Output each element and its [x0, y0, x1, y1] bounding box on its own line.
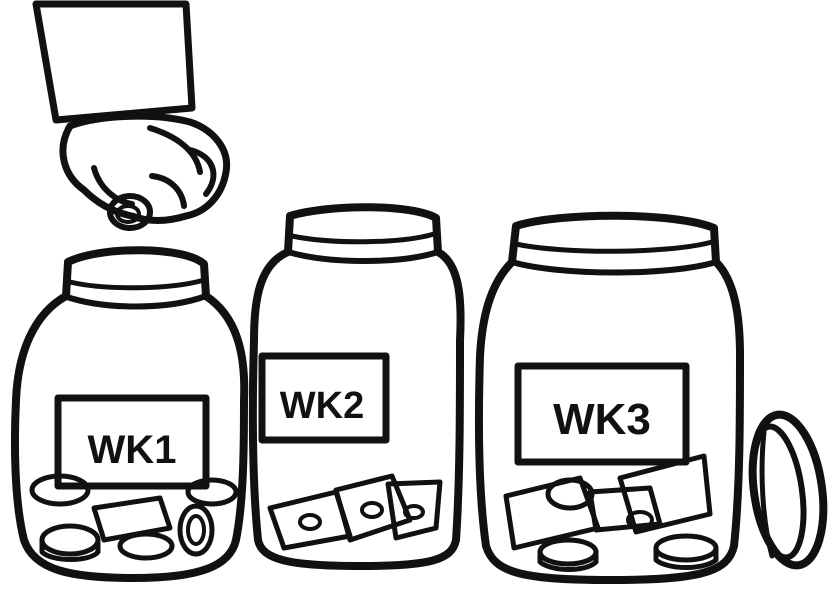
jar-body	[474, 211, 744, 584]
coin-icon	[545, 477, 595, 511]
coin-icon	[39, 523, 101, 557]
coin-icon	[653, 533, 719, 563]
banknote-icon	[617, 453, 713, 535]
banknote-icon	[91, 495, 173, 543]
label-tag	[514, 362, 690, 466]
label-tag	[54, 394, 210, 490]
sleeve	[32, 0, 196, 124]
jar-wk3-contents	[503, 453, 719, 572]
jar-wk3-label: WK3	[514, 362, 690, 466]
fist	[59, 112, 231, 224]
coin-icon	[107, 193, 153, 231]
jar-label-text: WK1	[88, 428, 177, 472]
jar-wk3: WK3	[474, 211, 744, 584]
banknote-icon	[385, 479, 443, 541]
jar-wk2-label: WK2	[258, 352, 390, 444]
jar-label-text: WK3	[553, 395, 651, 444]
jar-wk2-contents	[267, 473, 443, 551]
label-tag	[258, 352, 390, 444]
coin-icon	[537, 537, 599, 567]
banknote-icon	[333, 473, 413, 543]
coin-icon	[177, 503, 215, 557]
jar-wk1: WK1	[10, 246, 249, 582]
jar-wk1-contents	[29, 473, 239, 562]
hand-icon	[32, 0, 231, 231]
banknote-icon	[587, 485, 663, 533]
jar-wk2: WK2	[248, 203, 465, 570]
coin-icon	[117, 531, 175, 561]
jar-lid-icon	[748, 410, 828, 570]
coin-icon	[185, 477, 239, 507]
jar-wk1-label: WK1	[54, 394, 210, 490]
jar-label-text: WK2	[280, 385, 364, 427]
